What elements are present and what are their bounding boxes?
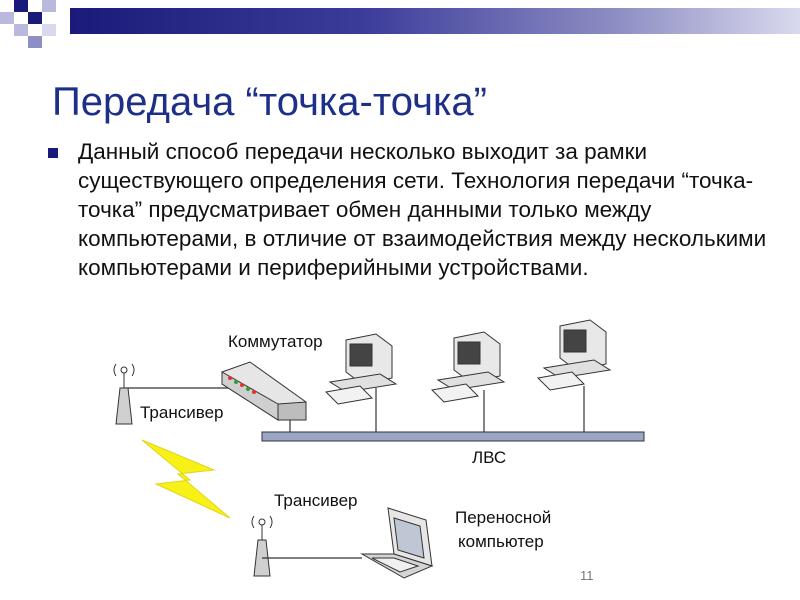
transceiver-top-icon: [113, 363, 135, 425]
laptop-label-line2: компьютер: [458, 532, 544, 551]
bullet-text: Данный способ передачи несколько выходит…: [78, 139, 767, 280]
wireless-link-icon: [141, 439, 231, 519]
computer-icon: [324, 333, 398, 405]
computer-icon: [536, 319, 612, 391]
header-gradient-bar: [70, 8, 800, 34]
slide-title: Передача “точка-точка”: [52, 80, 487, 124]
lan-bus: [261, 431, 645, 442]
bullet-marker: [48, 148, 58, 158]
laptop-icon: [360, 507, 434, 579]
decorative-squares: [0, 0, 56, 48]
transceiver-bottom-icon: [251, 515, 273, 577]
slide-number: 11: [580, 568, 594, 583]
switch-label: Коммутатор: [228, 332, 323, 351]
transceiver-top-label: Трансивер: [140, 403, 224, 422]
switch-icon: [221, 361, 307, 421]
laptop-label-line1: Переносной: [455, 508, 552, 527]
lan-label: ЛВС: [472, 448, 507, 467]
computer-icon: [430, 331, 506, 403]
transceiver-bottom-label: Трансивер: [274, 491, 358, 510]
